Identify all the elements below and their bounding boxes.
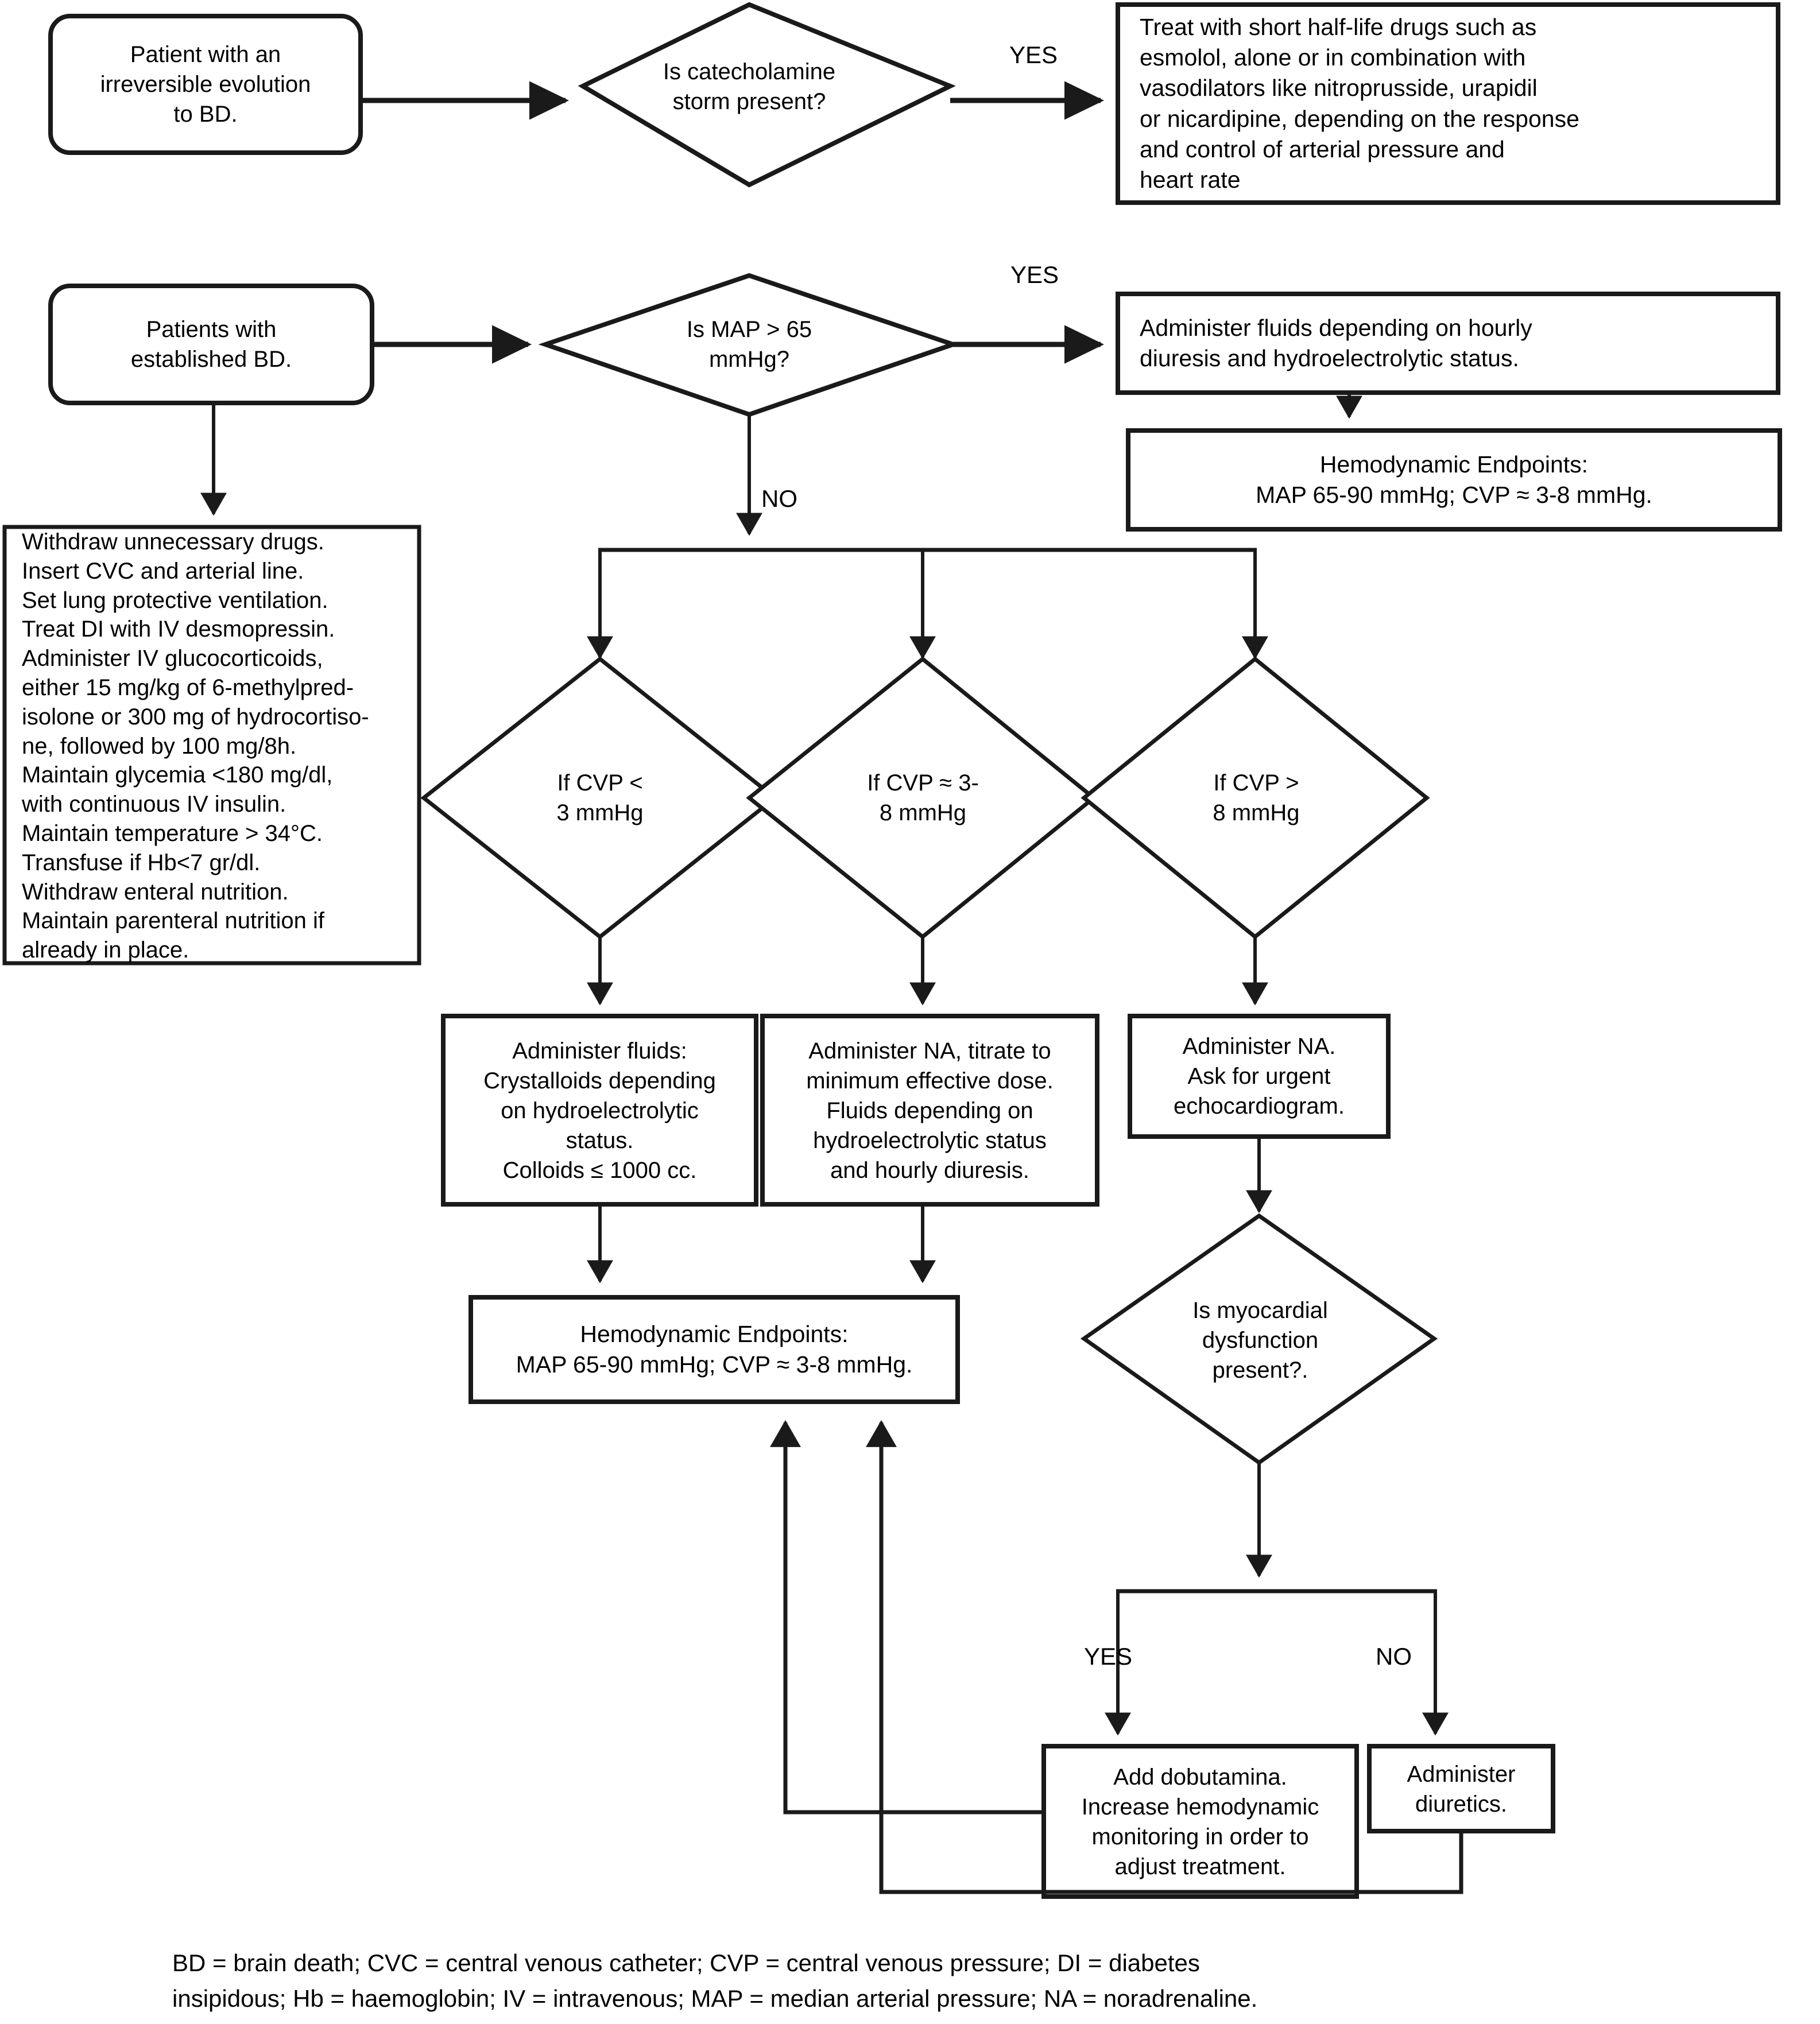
shape-act-diuretics (1367, 1744, 1555, 1833)
edge-diuretics-feedback (866, 1420, 1463, 1894)
shape-act-dobutamina (1041, 1744, 1359, 1899)
shape-q-cvp-mid (746, 656, 1097, 940)
shape-q-catecholamine-storm (578, 2, 956, 188)
shape-endpoints-right (1126, 428, 1782, 532)
shape-admin-fluids-hourly (1116, 292, 1780, 395)
legend-line-2: insipidous; Hb = haemoglobin; IV = intra… (172, 1985, 1258, 2012)
edge-label-myocardial-yes: YES (1084, 1643, 1133, 1670)
legend-line-1: BD = brain death; CVC = central venous c… (172, 1949, 1200, 1976)
edge-label-storm-yes: YES (1009, 41, 1058, 68)
shape-q-myocardial (1080, 1213, 1438, 1465)
shape-q-cvp-high (1081, 656, 1430, 940)
edge-label-map-yes: YES (1010, 261, 1059, 288)
edge-label-map-no: NO (761, 485, 797, 512)
shape-act-na-echo (1128, 1014, 1391, 1139)
shape-endpoints-center (468, 1295, 960, 1404)
shape-start-established (48, 284, 374, 405)
shape-act-fluids-crystalloids (441, 1014, 758, 1207)
shape-q-map (538, 273, 961, 417)
shape-general-measures (2, 525, 421, 966)
edge-label-myocardial-no: NO (1376, 1643, 1412, 1670)
shape-treat-storm (1116, 2, 1780, 205)
shape-q-cvp-low (420, 656, 779, 940)
shape-act-na-titrate (760, 1014, 1099, 1207)
edge-dobutamina-feedback (770, 1420, 1044, 1814)
shape-start-irreversible (48, 14, 363, 155)
